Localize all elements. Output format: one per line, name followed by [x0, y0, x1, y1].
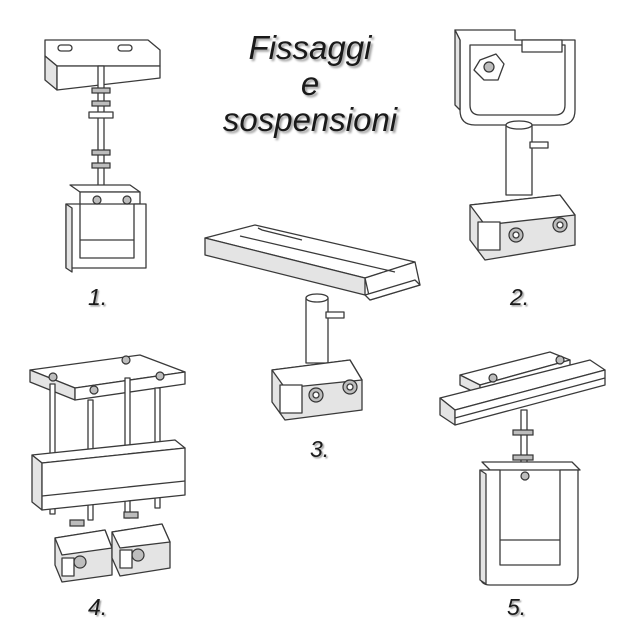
figure-1-angle-bracket-suspension-icon: [44, 39, 161, 273]
figure-2-number: 2.: [510, 284, 530, 310]
title-line-3: sospensioni: [222, 101, 398, 138]
figure-2-u-clamp-suspension-icon: [454, 29, 576, 261]
figure-1-number: 1.: [88, 284, 108, 310]
figure-5-rail-clamp-suspension-icon: [439, 351, 606, 586]
title-line-2: e: [300, 65, 320, 102]
figure-4-double-trolley-frame-icon: [29, 354, 186, 583]
figure-3-number: 3.: [310, 436, 330, 462]
figure-5-number: 5.: [507, 594, 527, 620]
figure-4-number: 4.: [88, 594, 108, 620]
title-line-1: Fissaggi: [248, 29, 372, 66]
figure-3-channel-mount-suspension-icon: [204, 224, 421, 421]
diagram-title: Fissaggi e sospensioni: [195, 30, 425, 138]
